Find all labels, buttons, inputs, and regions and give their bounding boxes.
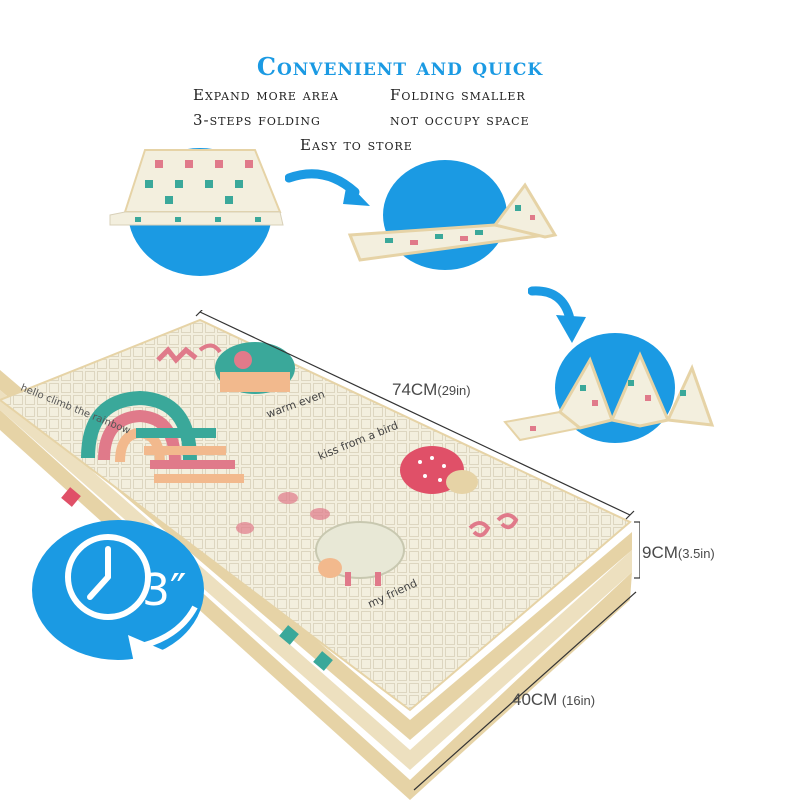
cupcake-print <box>215 342 295 394</box>
clock-icon <box>65 534 151 620</box>
timer-badge: 3″ <box>32 520 204 663</box>
dimension-lines <box>195 310 640 791</box>
timer-text: 3″ <box>142 565 186 616</box>
step2-folding-mat-image <box>347 160 558 270</box>
length-value: 74CM <box>392 380 438 399</box>
step3-folded-mat-image <box>503 333 715 443</box>
width-value: 40CM <box>512 690 558 709</box>
step1-flat-mat-image <box>109 148 284 276</box>
feature-3-steps: 3-steps folding <box>193 111 321 129</box>
strawberry-bird-print <box>400 446 478 494</box>
width-dimension-label: 40CM (16in) <box>512 690 595 710</box>
length-dimension-label: 74CM(29in) <box>392 380 471 400</box>
thickness-value: 9CM <box>642 543 678 562</box>
feature-expand-area: Expand more area <box>193 86 339 104</box>
down-arrow-icon <box>528 286 586 343</box>
width-inches: (16in) <box>561 693 596 708</box>
thickness-dimension-label: 9CM(3.5in) <box>642 543 715 563</box>
feature-easy-store: Easy to store <box>300 136 413 154</box>
folded-mat-main-image: hello climb the rainbow warm even kiss f… <box>0 310 640 800</box>
feature-not-occupy: not occupy space <box>390 111 530 129</box>
thickness-inches: (3.5in) <box>677 546 715 561</box>
feature-folding-smaller: Folding smaller <box>390 86 526 104</box>
length-inches: (29in) <box>437 383 471 398</box>
sheep-print <box>315 521 405 586</box>
curved-arrow-icon <box>285 169 370 206</box>
headline-title: Convenient and quick <box>256 52 544 81</box>
